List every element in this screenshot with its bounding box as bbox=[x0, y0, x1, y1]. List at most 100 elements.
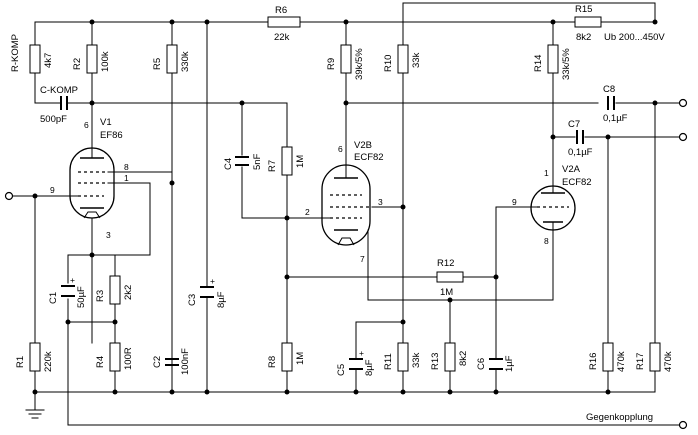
resistor-r2 bbox=[86, 44, 98, 74]
svg-text:2: 2 bbox=[305, 207, 310, 217]
svg-text:8: 8 bbox=[544, 236, 549, 246]
svg-text:8: 8 bbox=[124, 162, 129, 172]
label-r8-name: R8 bbox=[267, 356, 278, 368]
label-v1-name: V1 bbox=[100, 117, 112, 128]
resistor-r10 bbox=[397, 44, 409, 74]
label-c1-value: 50µF bbox=[76, 286, 87, 308]
output-terminal-c7[interactable] bbox=[678, 132, 688, 142]
label-r12-value: 1M bbox=[440, 287, 453, 298]
resistor-rkomp bbox=[29, 44, 41, 74]
label-feedback: Gegenkopplung bbox=[586, 412, 653, 423]
resistor-r11 bbox=[397, 342, 409, 372]
resistor-r7 bbox=[281, 146, 293, 176]
label-r15-value: 8k2 bbox=[576, 32, 591, 43]
plus-c1: + bbox=[70, 275, 75, 285]
label-c6-name: C6 bbox=[476, 358, 487, 370]
resistor-r17 bbox=[649, 342, 661, 372]
label-c8-value: 0,1µF bbox=[603, 113, 628, 124]
label-r16-value: 470k bbox=[616, 351, 627, 372]
feedback-terminal[interactable] bbox=[678, 420, 688, 430]
label-r4-value: 100R bbox=[123, 347, 134, 370]
tube-v2a bbox=[530, 169, 576, 248]
label-r13-value: 8k2 bbox=[458, 351, 469, 366]
plus-c3: + bbox=[210, 276, 215, 286]
label-r8-value: 1M bbox=[295, 352, 306, 365]
component-labels: R-KOMP 4k7 R2 100k R5 330k R9 39k/5% R10… bbox=[10, 4, 674, 423]
label-r2-name: R2 bbox=[72, 58, 83, 70]
label-ckomp-name: C-KOMP bbox=[40, 85, 78, 96]
resistor-r12 bbox=[436, 271, 464, 283]
label-r1-name: R1 bbox=[15, 356, 26, 368]
label-v2a-name: V2A bbox=[562, 164, 581, 175]
label-r11-name: R11 bbox=[383, 353, 394, 370]
label-r17-value: 470k bbox=[663, 351, 674, 372]
label-c3-value: 8µF bbox=[216, 291, 227, 308]
plus-c5: + bbox=[359, 348, 364, 358]
resistor-r3 bbox=[109, 275, 121, 305]
resistor-r16 bbox=[602, 342, 614, 372]
label-c7-name: C7 bbox=[568, 119, 580, 130]
svg-text:6: 6 bbox=[84, 120, 89, 130]
label-v2b-type: ECF82 bbox=[354, 152, 384, 163]
svg-text:1: 1 bbox=[124, 173, 129, 183]
label-r14-value: 33k/5% bbox=[561, 48, 572, 80]
ground-symbol bbox=[25, 409, 45, 419]
label-c7-value: 0,1µF bbox=[568, 147, 593, 158]
label-v1-type: EF86 bbox=[100, 130, 123, 141]
tube-v2b bbox=[319, 164, 372, 246]
label-r17-name: R17 bbox=[635, 353, 646, 370]
label-c1-name: C1 bbox=[48, 292, 59, 304]
label-r4-name: R4 bbox=[95, 356, 106, 368]
resistor-r4 bbox=[109, 342, 121, 372]
resistor-r1 bbox=[29, 342, 41, 372]
resistor-r13 bbox=[444, 342, 456, 372]
label-r16-name: R16 bbox=[588, 353, 599, 370]
label-r11-value: 33k bbox=[411, 352, 422, 368]
label-rkomp-value: 4k7 bbox=[43, 53, 54, 68]
svg-text:6: 6 bbox=[338, 144, 343, 154]
resistor-r8 bbox=[281, 342, 293, 372]
svg-text:3: 3 bbox=[378, 197, 383, 207]
resistor-r14 bbox=[547, 44, 559, 74]
label-r3-value: 2k2 bbox=[123, 285, 134, 300]
capacitors bbox=[60, 96, 615, 370]
svg-text:1: 1 bbox=[544, 168, 549, 178]
svg-text:7: 7 bbox=[360, 254, 365, 264]
junctions bbox=[32, 19, 658, 395]
label-v2a-type: ECF82 bbox=[562, 177, 592, 188]
label-supply: Ub 200...450V bbox=[604, 32, 665, 43]
label-c5-name: C5 bbox=[336, 364, 347, 376]
label-r7-name: R7 bbox=[267, 160, 278, 172]
terminals bbox=[4, 98, 688, 430]
pin-numbers: 6 8 1 9 3 6 2 3 7 1 9 8 bbox=[50, 120, 549, 264]
resistor-r9 bbox=[340, 44, 352, 74]
label-c2-name: C2 bbox=[152, 356, 163, 368]
tube-v1 bbox=[69, 147, 115, 219]
label-c4-name: C4 bbox=[223, 158, 234, 170]
label-c8-name: C8 bbox=[603, 84, 615, 95]
label-rkomp-name: R-KOMP bbox=[10, 34, 21, 72]
label-c2-value: 100nF bbox=[180, 348, 191, 375]
label-r5-name: R5 bbox=[152, 58, 163, 70]
svg-text:9: 9 bbox=[512, 197, 517, 207]
resistors bbox=[29, 16, 661, 372]
label-r10-name: R10 bbox=[383, 55, 394, 72]
resistor-r15 bbox=[574, 16, 602, 28]
label-r15-name: R15 bbox=[575, 4, 592, 15]
output-terminal-c8[interactable] bbox=[678, 98, 688, 108]
label-r12-name: R12 bbox=[437, 258, 454, 269]
label-r10-value: 33k bbox=[411, 52, 422, 68]
svg-text:3: 3 bbox=[106, 230, 111, 240]
label-r6-value: 22k bbox=[274, 32, 290, 43]
resistor-r5 bbox=[166, 44, 178, 74]
label-r1-value: 220k bbox=[43, 351, 54, 372]
label-c3-name: C3 bbox=[187, 294, 198, 306]
resistor-r6 bbox=[267, 16, 301, 28]
svg-text:9: 9 bbox=[50, 185, 55, 195]
label-r7-value: 1M bbox=[295, 155, 306, 168]
input-terminal[interactable] bbox=[4, 191, 14, 201]
label-ckomp-value: 500pF bbox=[40, 114, 67, 125]
label-r2-value: 100k bbox=[100, 51, 111, 72]
label-r14-name: R14 bbox=[533, 55, 544, 72]
